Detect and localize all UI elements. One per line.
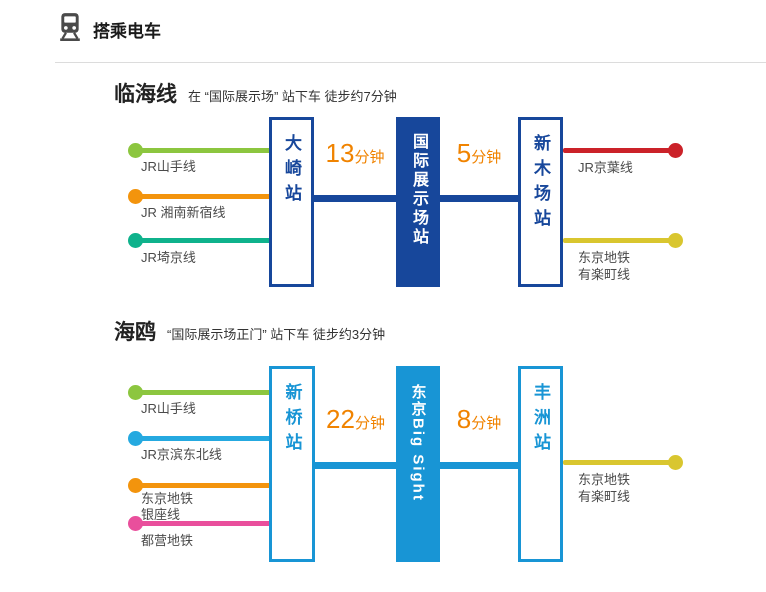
line-label-jr-keiyo: JR京葉线 <box>578 160 633 175</box>
station-box-osaki: 大崎站 <box>269 117 314 287</box>
line-jr-keihin-tohoku <box>128 431 272 446</box>
station-box-shimbashi: 新桥站 <box>269 366 315 562</box>
line-label-jr-shonan-shinjuku: JR 湘南新宿线 <box>141 205 226 220</box>
line-toei-subway <box>128 516 272 531</box>
station-name-osaki: 大崎站 <box>282 134 301 209</box>
line-jr-yamanote-2 <box>128 385 272 400</box>
station-box-toyosu: 丰洲站 <box>518 366 563 562</box>
page-title: 搭乘电车 <box>93 22 161 41</box>
line-metro-ginza <box>128 478 272 493</box>
line-jr-shonan-shinjuku <box>128 189 272 204</box>
line-label-metro-yurakucho-2: 东京地铁 有楽町线 <box>578 472 631 504</box>
section-title-rinkai: 临海线 <box>114 83 177 106</box>
line-label-jr-saikyo: JR埼京线 <box>141 250 196 265</box>
line-label-jr-keihin-tohoku: JR京滨东北线 <box>141 447 222 462</box>
line-label-toei-subway: 都营地铁 <box>141 533 194 548</box>
line-metro-yurakucho <box>563 233 683 248</box>
line-jr-yamanote <box>128 143 272 158</box>
line-jr-keiyo <box>563 143 683 158</box>
station-name-toyosu: 丰洲站 <box>531 383 550 458</box>
train-icon <box>60 13 80 41</box>
station-name-kokusai-tenjijo: 国际展示场站 <box>410 133 427 247</box>
divider <box>55 62 766 63</box>
line-label-metro-yurakucho: 东京地铁 有楽町线 <box>578 250 631 282</box>
station-name-tokyo-big-sight: 东京Big Sight <box>409 384 427 502</box>
station-name-shimbashi: 新桥站 <box>282 383 302 458</box>
station-box-tokyo-big-sight: 东京Big Sight <box>396 366 440 562</box>
section-header-rinkai: 临海线 在 “国际展示场” 站下车 徒步约7分钟 <box>114 78 397 108</box>
section-header-yurikamome: 海鸥 “国际展示场正门” 站下车 徒步约3分钟 <box>114 316 385 346</box>
line-jr-saikyo <box>128 233 272 248</box>
station-box-shinkiba: 新木场站 <box>518 117 563 287</box>
line-metro-yurakucho-2 <box>563 455 683 470</box>
station-box-kokusai-tenjijo: 国际展示场站 <box>396 117 440 287</box>
line-label-metro-ginza: 东京地铁 银座线 <box>141 491 194 522</box>
station-name-shinkiba: 新木场站 <box>531 134 550 234</box>
line-label-jr-yamanote-2: JR山手线 <box>141 401 196 416</box>
section-subtitle-rinkai: 在 “国际展示场” 站下车 徒步约7分钟 <box>188 89 397 104</box>
section-subtitle-yurikamome: “国际展示场正门” 站下车 徒步约3分钟 <box>167 327 386 342</box>
section-title-yurikamome: 海鸥 <box>114 321 156 344</box>
line-label-jr-yamanote: JR山手线 <box>141 159 196 174</box>
